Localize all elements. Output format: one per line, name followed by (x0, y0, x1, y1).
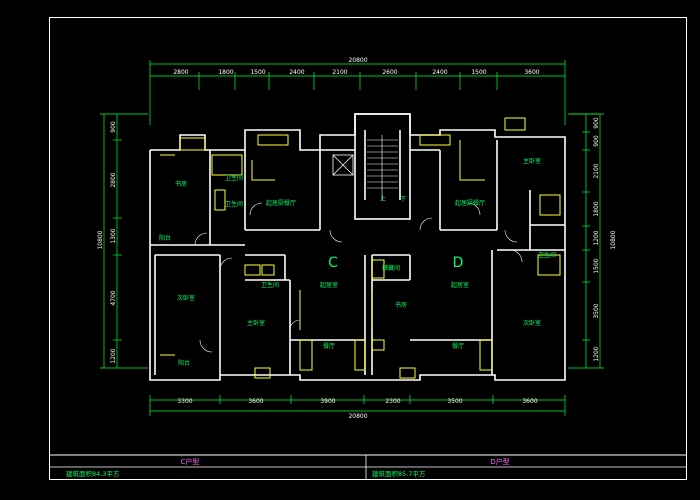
svg-text:4700: 4700 (110, 290, 117, 305)
svg-text:次卧室: 次卧室 (177, 294, 195, 302)
title-area-c: 建筑面积84.3平方 (66, 469, 120, 478)
svg-text:2300: 2300 (385, 398, 400, 405)
svg-text:起居厨餐厅: 起居厨餐厅 (455, 199, 485, 207)
title-unit-d: D户型 (490, 457, 509, 466)
dim-left-labels: 10800 900 2800 1300 4700 1200 (97, 121, 117, 364)
svg-text:900: 900 (593, 135, 600, 147)
svg-text:2400: 2400 (289, 69, 304, 76)
elevator (332, 154, 354, 176)
drawing-border (49, 17, 687, 480)
svg-text:书房: 书房 (175, 180, 187, 188)
svg-text:卫生间: 卫生间 (261, 281, 279, 289)
svg-text:1500: 1500 (593, 258, 600, 273)
svg-text:1500: 1500 (471, 69, 486, 76)
svg-text:3600: 3600 (522, 398, 537, 405)
title-unit-c: C户型 (181, 457, 200, 466)
svg-text:阳台: 阳台 (159, 234, 171, 242)
dimension-lines (100, 60, 604, 416)
svg-text:10800: 10800 (610, 230, 617, 249)
stair-treads (367, 135, 398, 200)
svg-text:次卧室: 次卧室 (523, 319, 541, 327)
svg-text:2600: 2600 (382, 69, 397, 76)
svg-text:1200: 1200 (593, 230, 600, 245)
svg-text:900: 900 (593, 117, 600, 129)
svg-text:3300: 3300 (177, 398, 192, 405)
svg-text:上: 上 (380, 195, 386, 203)
svg-text:900: 900 (110, 121, 117, 133)
svg-text:起居厨餐厅: 起居厨餐厅 (266, 199, 296, 207)
dim-right-labels: 10800 900 900 2100 1800 1200 1500 3500 1… (593, 117, 617, 362)
dim-bottom-labels: 3300 3600 3900 2300 3500 3600 (177, 398, 537, 405)
svg-text:起居室: 起居室 (320, 281, 338, 289)
svg-text:主卧室: 主卧室 (247, 319, 265, 327)
unit-d-label: D (453, 255, 464, 271)
svg-text:3900: 3900 (320, 398, 335, 405)
fixtures (160, 117, 561, 379)
svg-text:2100: 2100 (332, 69, 347, 76)
svg-text:起居室: 起居室 (451, 281, 469, 289)
svg-text:2100: 2100 (593, 163, 600, 178)
svg-text:1800: 1800 (593, 201, 600, 216)
svg-text:下: 下 (400, 196, 406, 203)
door-swings (194, 202, 523, 353)
room-labels: 书房 卫生间 卫生间 起居厨餐厅 阳台 次卧室 卫生间 主卧室 起居室 餐厅 阳… (159, 157, 556, 367)
svg-text:1300: 1300 (110, 228, 117, 243)
svg-text:10800: 10800 (97, 230, 104, 249)
svg-text:3600: 3600 (524, 69, 539, 76)
svg-text:3500: 3500 (447, 398, 462, 405)
svg-text:1200: 1200 (110, 348, 117, 363)
svg-text:主卧室: 主卧室 (523, 157, 541, 165)
svg-text:卫生间: 卫生间 (225, 200, 243, 208)
svg-text:阳台: 阳台 (178, 359, 190, 367)
svg-text:餐厅: 餐厅 (452, 342, 464, 350)
dim-bottom-total: 20800 (348, 413, 367, 420)
svg-text:2800: 2800 (110, 172, 117, 187)
svg-text:2400: 2400 (432, 69, 447, 76)
svg-text:卫生间: 卫生间 (225, 174, 243, 182)
svg-text:1200: 1200 (593, 346, 600, 361)
svg-text:3500: 3500 (593, 303, 600, 318)
svg-text:餐厅: 餐厅 (323, 342, 335, 350)
svg-text:2800: 2800 (173, 69, 188, 76)
svg-text:书房: 书房 (395, 301, 407, 309)
svg-text:3600: 3600 (248, 398, 263, 405)
dim-top-labels: 2800 1800 1500 2400 2100 2600 2400 1500 … (173, 69, 539, 76)
title-area-d: 建筑面积85.7平方 (372, 469, 426, 478)
svg-text:储藏间: 储藏间 (382, 264, 400, 272)
svg-text:卫生间: 卫生间 (538, 251, 556, 259)
svg-text:1800: 1800 (218, 69, 233, 76)
dim-top-total: 20800 (348, 57, 367, 64)
svg-text:1500: 1500 (250, 69, 265, 76)
unit-c-label: C (328, 255, 338, 271)
